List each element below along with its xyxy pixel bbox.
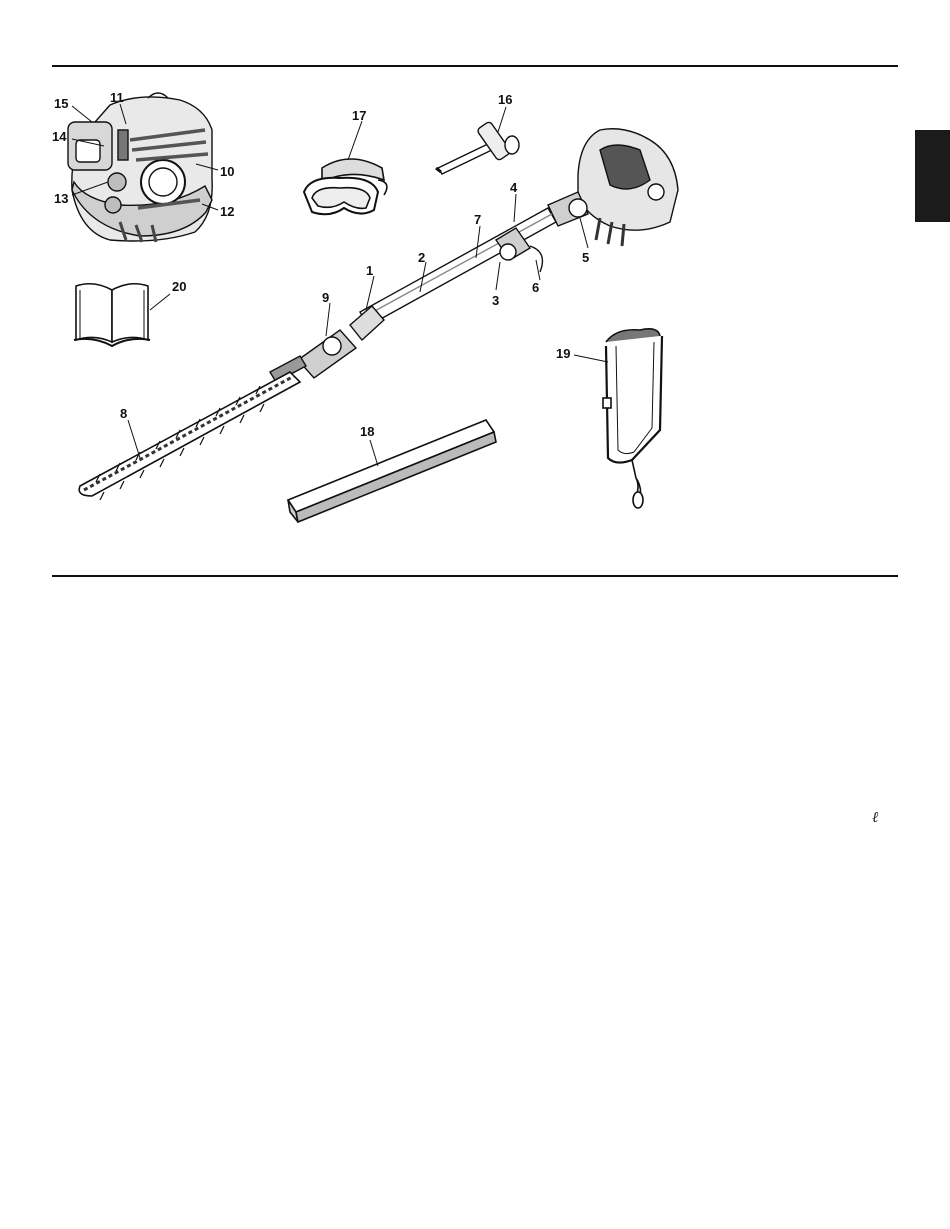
engine-illustration — [68, 93, 212, 242]
callout-5: 5 — [582, 250, 589, 265]
callout-7: 7 — [474, 212, 481, 227]
product-parts-figure: 1 2 3 4 5 6 7 8 9 10 11 12 13 14 15 16 1… — [0, 0, 950, 600]
goggles-illustration — [304, 159, 387, 214]
callout-10: 10 — [220, 164, 234, 179]
callout-18: 18 — [360, 424, 374, 439]
callout-2: 2 — [418, 250, 425, 265]
callout-20: 20 — [172, 279, 186, 294]
blade-scabbard-illustration — [288, 420, 496, 522]
wrench-illustration — [436, 121, 519, 174]
callout-15: 15 — [54, 96, 68, 111]
stray-mark: ℓ — [872, 808, 878, 827]
callout-17: 17 — [352, 108, 366, 123]
callout-11: 11 — [110, 90, 124, 105]
callout-12: 12 — [220, 204, 234, 219]
callout-4: 4 — [510, 180, 518, 195]
callout-13: 13 — [54, 191, 68, 206]
manual-illustration — [74, 284, 150, 346]
callout-19: 19 — [556, 346, 570, 361]
callout-16: 16 — [498, 92, 512, 107]
callout-14: 14 — [52, 129, 67, 144]
callout-3: 3 — [492, 293, 499, 308]
callout-8: 8 — [120, 406, 127, 421]
callout-1: 1 — [366, 263, 373, 278]
callout-6: 6 — [532, 280, 539, 295]
callout-9: 9 — [322, 290, 329, 305]
harness-illustration — [603, 329, 662, 508]
